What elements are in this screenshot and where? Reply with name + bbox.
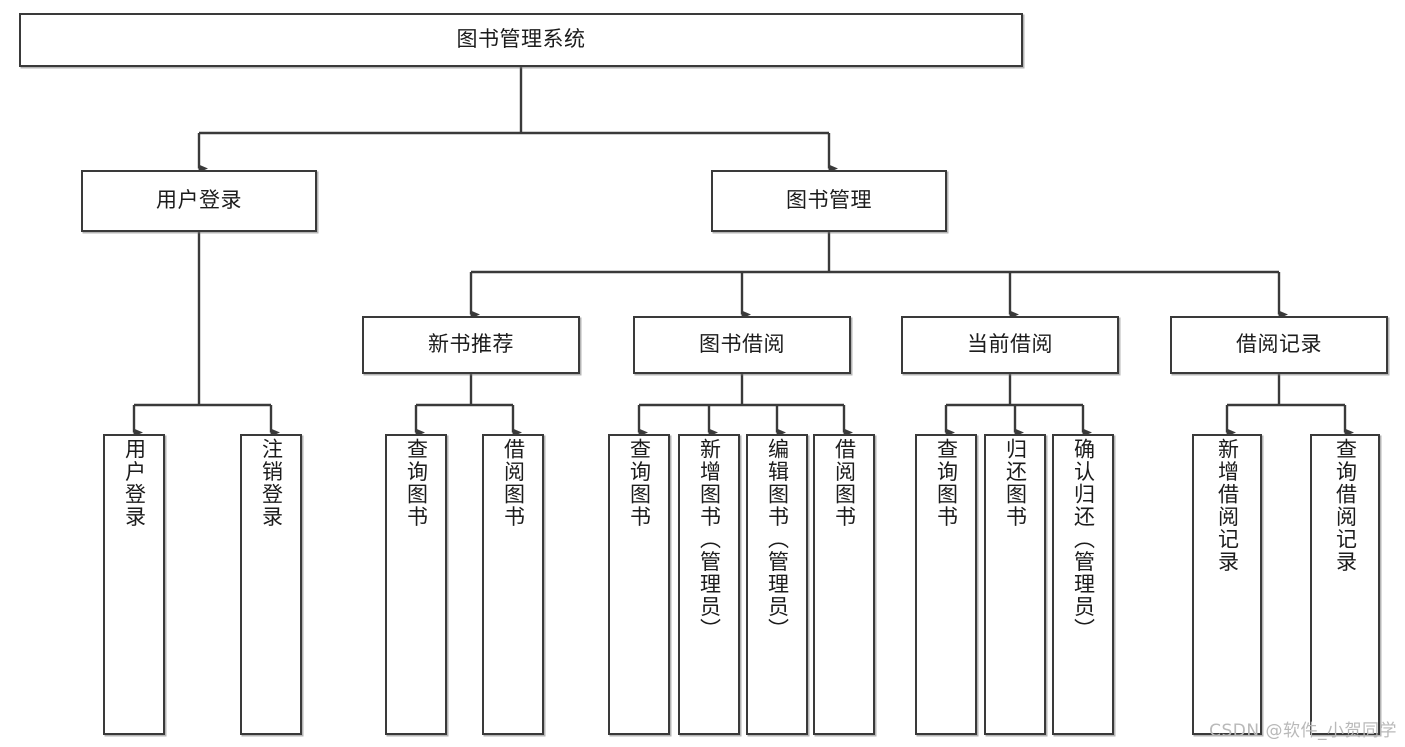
node-leaf-cb-query[interactable]: 查询图书 <box>915 434 977 735</box>
node-book-mgmt[interactable]: 图书管理 <box>711 170 947 232</box>
node-label: 借阅图书 <box>832 438 857 528</box>
node-label: 归还图书 <box>1003 438 1028 528</box>
node-label: 查询图书 <box>627 438 652 528</box>
node-new-book-rec[interactable]: 新书推荐 <box>362 316 580 374</box>
node-leaf-bb-edit[interactable]: 编辑图书（管理员） <box>746 434 808 735</box>
node-leaf-cb-confirm[interactable]: 确认归还（管理员） <box>1052 434 1114 735</box>
node-leaf-bb-query[interactable]: 查询图书 <box>608 434 670 735</box>
node-leaf-rec-borrow[interactable]: 借阅图书 <box>482 434 544 735</box>
node-label: 查询借阅记录 <box>1333 438 1358 573</box>
node-label: 借阅图书 <box>501 438 526 528</box>
node-label: 新增图书（管理员） <box>697 438 722 641</box>
node-user-login[interactable]: 用户登录 <box>81 170 317 232</box>
node-label: 注销登录 <box>259 438 284 528</box>
node-label: 确认归还（管理员） <box>1071 438 1096 641</box>
node-leaf-user-login[interactable]: 用户登录 <box>103 434 165 735</box>
node-root[interactable]: 图书管理系统 <box>19 13 1023 67</box>
node-label: 借阅记录 <box>1236 332 1322 357</box>
node-label: 新增借阅记录 <box>1215 438 1240 573</box>
node-leaf-bb-add[interactable]: 新增图书（管理员） <box>678 434 740 735</box>
node-leaf-cb-return[interactable]: 归还图书 <box>984 434 1046 735</box>
node-leaf-user-logout[interactable]: 注销登录 <box>240 434 302 735</box>
node-label: 用户登录 <box>122 438 147 528</box>
node-label: 查询图书 <box>404 438 429 528</box>
node-borrow-record[interactable]: 借阅记录 <box>1170 316 1388 374</box>
node-current-borrow[interactable]: 当前借阅 <box>901 316 1119 374</box>
node-label: 图书借阅 <box>699 332 785 357</box>
node-leaf-rec-query[interactable]: 查询图书 <box>385 434 447 735</box>
node-leaf-bb-borrow[interactable]: 借阅图书 <box>813 434 875 735</box>
node-label: 用户登录 <box>156 188 242 213</box>
node-leaf-br-query[interactable]: 查询借阅记录 <box>1310 434 1380 735</box>
node-label: 图书管理系统 <box>456 27 586 52</box>
node-leaf-br-add[interactable]: 新增借阅记录 <box>1192 434 1262 735</box>
node-label: 当前借阅 <box>967 332 1053 357</box>
node-book-borrow[interactable]: 图书借阅 <box>633 316 851 374</box>
node-label: 编辑图书（管理员） <box>765 438 790 641</box>
node-label: 图书管理 <box>786 188 872 213</box>
node-label: 查询图书 <box>934 438 959 528</box>
node-label: 新书推荐 <box>428 332 514 357</box>
